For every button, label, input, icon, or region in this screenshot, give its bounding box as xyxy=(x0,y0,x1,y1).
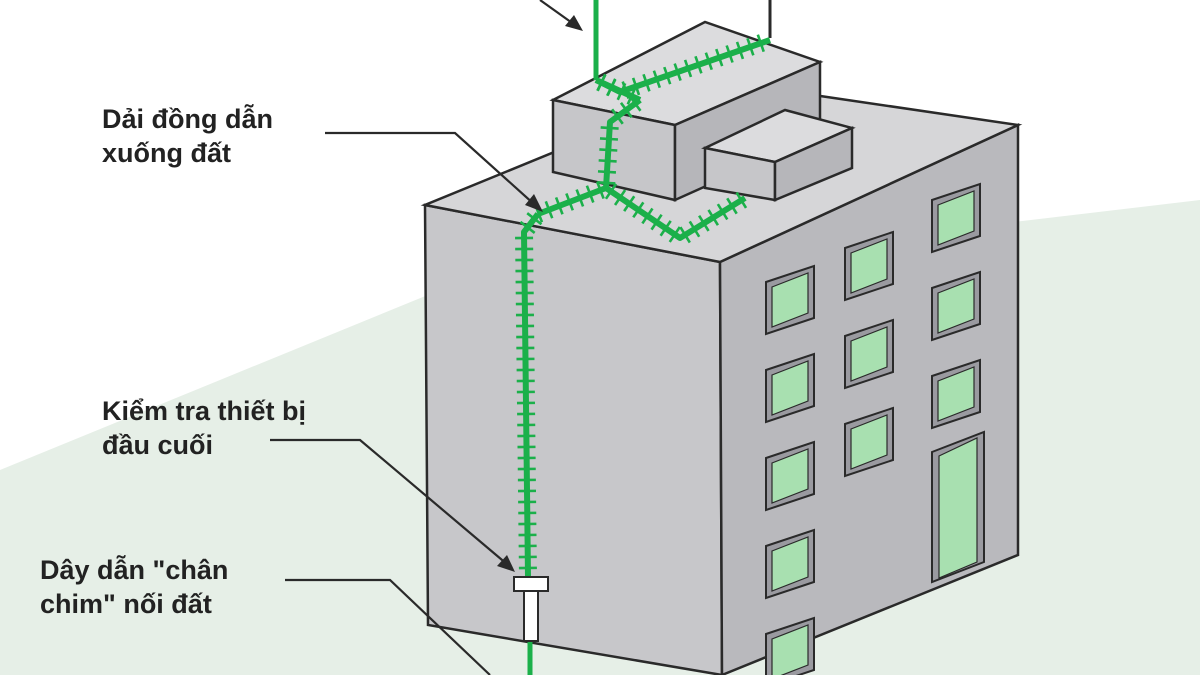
conductor-tick xyxy=(611,108,624,125)
label-ground-rod-line1: Dây dẫn "chân xyxy=(40,555,229,585)
window xyxy=(844,230,894,302)
window xyxy=(931,182,981,254)
conductor-tick xyxy=(679,226,691,244)
conductor-tick xyxy=(519,220,536,234)
conductor-tick xyxy=(716,203,729,221)
conductor-tick xyxy=(659,220,672,237)
conductor-tick xyxy=(526,212,543,226)
down-conductor-strip xyxy=(515,0,771,675)
arrow-test-terminal-icon xyxy=(497,555,515,572)
conductor-tick xyxy=(673,63,682,81)
conductor-tick xyxy=(554,196,564,215)
conductor-tick xyxy=(642,73,651,92)
conductor-tick xyxy=(599,137,619,141)
conductor-tick xyxy=(595,181,605,200)
window xyxy=(765,528,815,600)
label-down-conductor-line1: Dải đồng dẫn xyxy=(102,104,273,134)
conductor-tick xyxy=(604,183,618,200)
conductor-tick xyxy=(600,126,619,130)
conductor-tick xyxy=(565,193,575,211)
conductor-tick xyxy=(698,214,710,232)
conductor-tick xyxy=(726,197,738,215)
arrow-top-icon xyxy=(565,15,583,31)
test-terminal-clamp xyxy=(513,576,549,642)
leader-arrowheads xyxy=(497,15,583,572)
conductor-tick xyxy=(652,70,662,89)
rooftop-small-box-side xyxy=(773,126,854,202)
conductor-tick xyxy=(606,78,617,96)
arrow-down-conductor-icon xyxy=(525,194,543,212)
label-test-terminal-line1: Kiểm tra thiết bị xyxy=(102,396,307,426)
leader-test-terminal xyxy=(270,438,509,566)
conductor-tick xyxy=(616,82,627,101)
conductor-tick xyxy=(704,52,713,71)
conductor-tick xyxy=(575,189,585,207)
conductor-tick xyxy=(596,73,607,92)
label-test-terminal: Kiểm tra thiết bị đầu cuối xyxy=(102,394,306,462)
leader-down-conductor xyxy=(325,131,536,206)
window xyxy=(765,616,815,675)
conductor-tick xyxy=(544,200,554,219)
conductor-tick xyxy=(746,37,755,56)
conductor-tick xyxy=(585,185,595,203)
conductor-tick xyxy=(623,195,636,212)
label-ground-rod: Dây dẫn "chân chim" nối đất xyxy=(40,553,228,621)
conductor-tick xyxy=(715,48,724,67)
conductor-tick xyxy=(683,59,693,78)
conductor-segment xyxy=(603,97,642,189)
conductor-tick xyxy=(613,189,627,206)
window xyxy=(931,270,981,342)
conductor-tick xyxy=(619,102,633,119)
conductor-tick xyxy=(632,201,645,219)
conductor-tick xyxy=(725,45,734,63)
leader-top xyxy=(539,0,576,26)
leader-lines xyxy=(270,0,576,675)
window xyxy=(844,406,894,478)
conductor-tick xyxy=(626,87,637,105)
conductor-tick xyxy=(668,226,681,243)
conductor-tick xyxy=(597,170,617,174)
conductor-tick xyxy=(688,220,701,238)
conductor-tick xyxy=(631,77,641,96)
door xyxy=(931,430,985,584)
label-down-conductor: Dải đồng dẫn xuống đất xyxy=(102,102,273,170)
conductor-tick xyxy=(735,41,745,60)
window xyxy=(765,352,815,424)
label-test-terminal-line2: đầu cuối xyxy=(102,430,214,460)
conductor-segment xyxy=(521,212,541,578)
window xyxy=(844,318,894,390)
conductor-tick xyxy=(650,213,663,231)
window xyxy=(765,264,815,336)
conductor-tick xyxy=(599,148,618,152)
label-down-conductor-line2: xuống đất xyxy=(102,138,231,168)
conductor-tick xyxy=(694,55,703,74)
conductor-tick xyxy=(735,191,748,209)
leader-ground-rod xyxy=(285,578,491,675)
window xyxy=(765,440,815,512)
conductor-tick xyxy=(598,159,617,163)
label-ground-rod-line2: chim" nối đất xyxy=(40,589,212,619)
conductor-tick xyxy=(597,181,616,185)
conductor-tick xyxy=(628,95,642,112)
conductor-tick xyxy=(756,34,765,53)
window xyxy=(931,358,981,430)
windows-group xyxy=(765,182,985,675)
conductor-tick xyxy=(641,207,654,225)
conductor-tick xyxy=(707,209,720,226)
building-front-face xyxy=(423,203,724,675)
conductor-tick xyxy=(663,66,672,85)
